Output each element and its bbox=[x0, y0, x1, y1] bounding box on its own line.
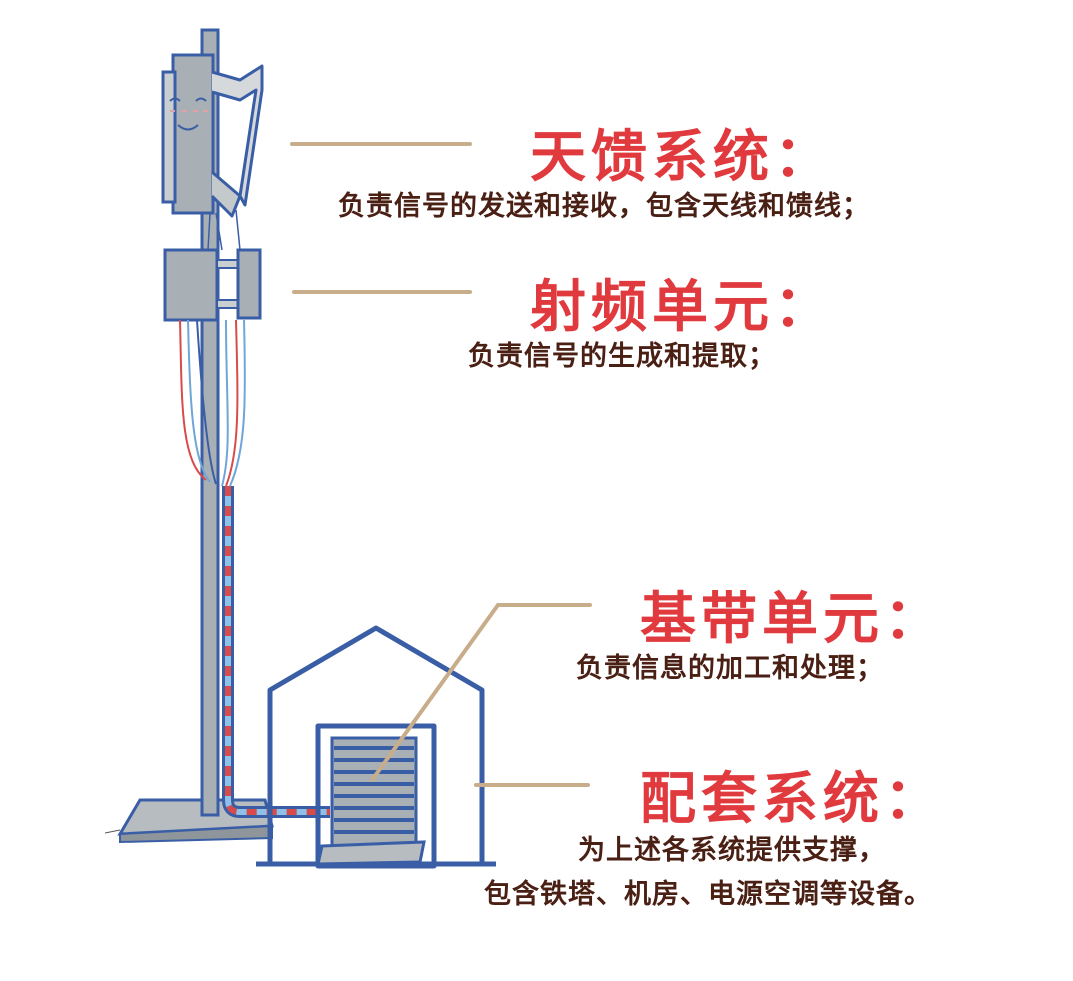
radio-unit-desc: 负责信号的生成和提取； bbox=[468, 341, 776, 372]
radio-unit-title: 射频单元： bbox=[530, 275, 835, 340]
radio-unit-icon bbox=[163, 248, 262, 322]
support-system-title: 配套系统： bbox=[640, 767, 945, 832]
baseband-unit-title: 基带单元： bbox=[640, 587, 945, 652]
leader-line-baseband bbox=[370, 603, 592, 782]
support-system-desc-line1: 为上述各系统提供支撑， bbox=[578, 835, 886, 866]
support-system-desc-line2: 包含铁塔、机房、电源空调等设备。 bbox=[484, 879, 932, 910]
antenna-feeder-title: 天馈系统： bbox=[530, 125, 835, 190]
feeder-cable-icon bbox=[179, 319, 330, 818]
leader-lines bbox=[290, 142, 592, 787]
antenna-icon bbox=[161, 53, 264, 218]
tower-pole-icon bbox=[200, 28, 220, 817]
baseband-unit-desc: 负责信息的加工和处理； bbox=[576, 653, 884, 684]
baseband-cabinet-icon bbox=[316, 736, 426, 866]
antenna-feeder-desc: 负责信号的发送和接收，包含天线和馈线； bbox=[338, 191, 870, 222]
